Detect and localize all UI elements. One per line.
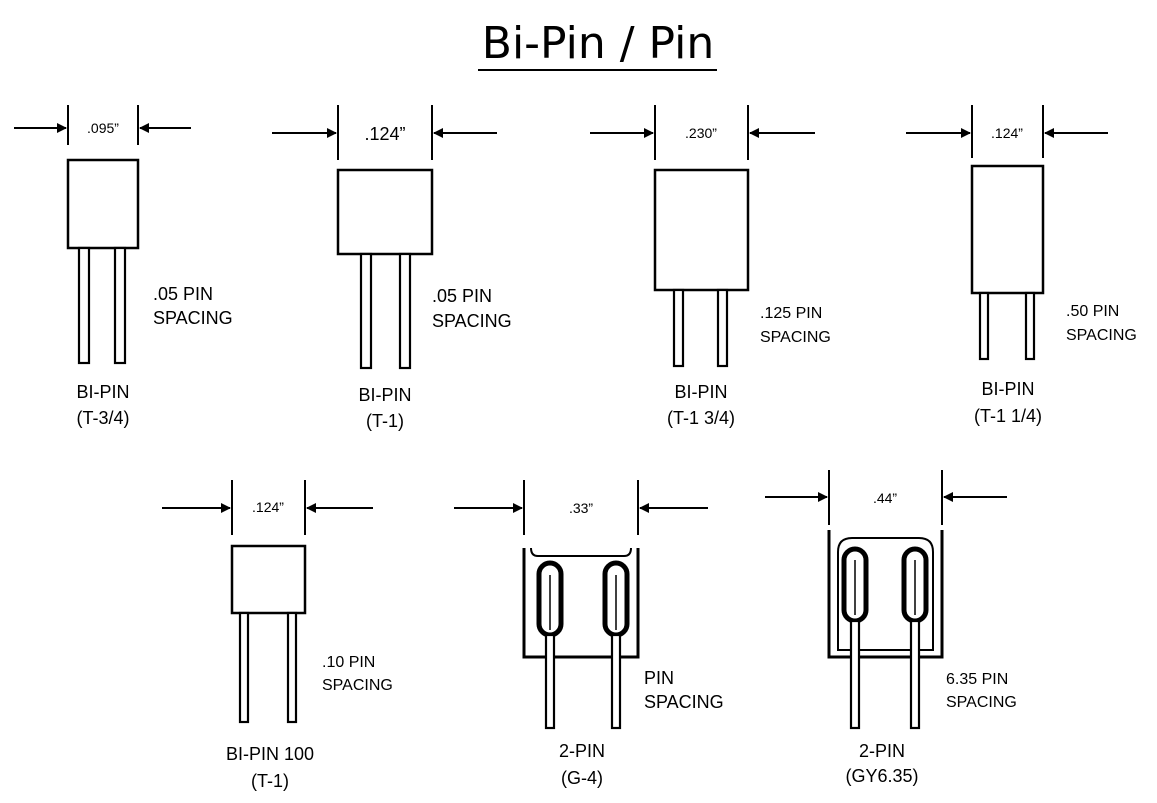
lamp-pin-right bbox=[909, 619, 921, 730]
pin-spacing-label-2: SPACING bbox=[432, 311, 512, 331]
pin-spacing-label-2: SPACING bbox=[1066, 327, 1137, 344]
lamp-pin-right bbox=[398, 252, 412, 370]
lamp-type: (T-1) bbox=[366, 411, 404, 431]
lamp-bulb bbox=[970, 164, 1045, 295]
lamp-pin-left bbox=[672, 288, 685, 368]
lamp-pin-left bbox=[77, 246, 91, 365]
lamp-pin-right bbox=[716, 288, 729, 368]
glass-envelope bbox=[522, 548, 640, 659]
lamp-t-1-3-4: .230” .125 PIN SPACING BI-PIN (T-1 3/4) bbox=[590, 105, 831, 428]
pin-spacing-label: .125 PIN bbox=[760, 305, 822, 322]
dimension-label: .124” bbox=[364, 124, 405, 144]
lamp-pin-right bbox=[1024, 291, 1036, 361]
dimension-marker: .124” bbox=[906, 105, 1108, 158]
lamp-gy6-35: .44” 6.35 PIN SPACING 2-PIN (GY6.35) bbox=[765, 470, 1017, 786]
lamp-type: (T-1) bbox=[251, 771, 289, 791]
lamp-type: (GY6.35) bbox=[845, 766, 918, 786]
pin-spacing-label-2: SPACING bbox=[760, 329, 831, 346]
lamp-pin-right bbox=[610, 633, 622, 730]
lamp-type: (G-4) bbox=[561, 768, 603, 788]
pin-spacing-label: .50 PIN bbox=[1066, 303, 1119, 320]
lamp-pin-right bbox=[286, 611, 298, 724]
pin-spacing-label-2: SPACING bbox=[946, 694, 1017, 711]
lamp-type: (T-1 1/4) bbox=[974, 406, 1042, 426]
dimension-label: .33” bbox=[569, 500, 593, 516]
filament-right bbox=[602, 560, 630, 638]
dimension-marker: .124” bbox=[162, 480, 373, 535]
lamp-pin-left bbox=[359, 252, 373, 370]
pin-spacing-label-2: SPACING bbox=[644, 692, 724, 712]
lamp-name: 2-PIN bbox=[559, 741, 605, 761]
lamp-name: BI-PIN bbox=[76, 382, 129, 402]
dimension-label: .124” bbox=[991, 125, 1023, 141]
lamp-name: BI-PIN bbox=[674, 382, 727, 402]
dimension-marker: .33” bbox=[454, 480, 708, 535]
lamp-bulb bbox=[653, 168, 750, 292]
dimension-marker: .230” bbox=[590, 105, 815, 160]
page-title: Bi-Pin / Pin bbox=[482, 18, 714, 69]
lamp-name: BI-PIN bbox=[981, 379, 1034, 399]
filament-left bbox=[841, 546, 869, 624]
pin-spacing-label: 6.35 PIN bbox=[946, 671, 1008, 688]
pin-spacing-label-2: SPACING bbox=[153, 308, 233, 328]
lamp-bulb bbox=[230, 544, 307, 615]
lamp-t-3-4: .095” .05 PIN SPACING BI-PIN (T-3/4) bbox=[14, 105, 233, 428]
dimension-label: .095” bbox=[87, 120, 119, 136]
filament-right bbox=[901, 546, 929, 624]
pin-spacing-label: .05 PIN bbox=[432, 286, 492, 306]
dimension-marker: .44” bbox=[765, 470, 1007, 525]
lamp-pin-right bbox=[113, 246, 127, 365]
lamp-pin-left bbox=[978, 291, 990, 361]
lamp-name: 2-PIN bbox=[859, 741, 905, 761]
pin-spacing-label: PIN bbox=[644, 668, 674, 688]
lamp-name: BI-PIN 100 bbox=[226, 744, 314, 764]
dimension-label: .230” bbox=[685, 125, 717, 141]
lamp-pin-left bbox=[544, 633, 556, 730]
lamp-t-1: .124” .05 PIN SPACING BI-PIN (T-1) bbox=[272, 105, 512, 431]
glass-envelope bbox=[827, 530, 944, 659]
lamp-bi-pin-100: .124” .10 PIN SPACING BI-PIN 100 (T-1) bbox=[162, 480, 393, 791]
pin-spacing-label: .10 PIN bbox=[322, 654, 375, 671]
lamp-type: (T-3/4) bbox=[76, 408, 129, 428]
lamp-g-4: .33” PIN SPACING 2-PIN (G-4) bbox=[454, 480, 724, 788]
pin-spacing-label: .05 PIN bbox=[153, 284, 213, 304]
dimension-marker: .095” bbox=[14, 105, 191, 145]
lamp-bulb bbox=[336, 168, 434, 256]
dimension-label: .124” bbox=[252, 499, 284, 515]
lamp-pin-left bbox=[238, 611, 250, 724]
pin-spacing-label-2: SPACING bbox=[322, 677, 393, 694]
lamp-name: BI-PIN bbox=[358, 385, 411, 405]
dimension-label: .44” bbox=[873, 490, 897, 506]
lamp-type: (T-1 3/4) bbox=[667, 408, 735, 428]
filament-left bbox=[536, 560, 564, 638]
lamp-bulb bbox=[66, 158, 140, 250]
dimension-marker: .124” bbox=[272, 105, 497, 160]
lamp-pin-left bbox=[849, 619, 861, 730]
lamp-t-1-1-4: .124” .50 PIN SPACING BI-PIN (T-1 1/4) bbox=[906, 105, 1137, 426]
